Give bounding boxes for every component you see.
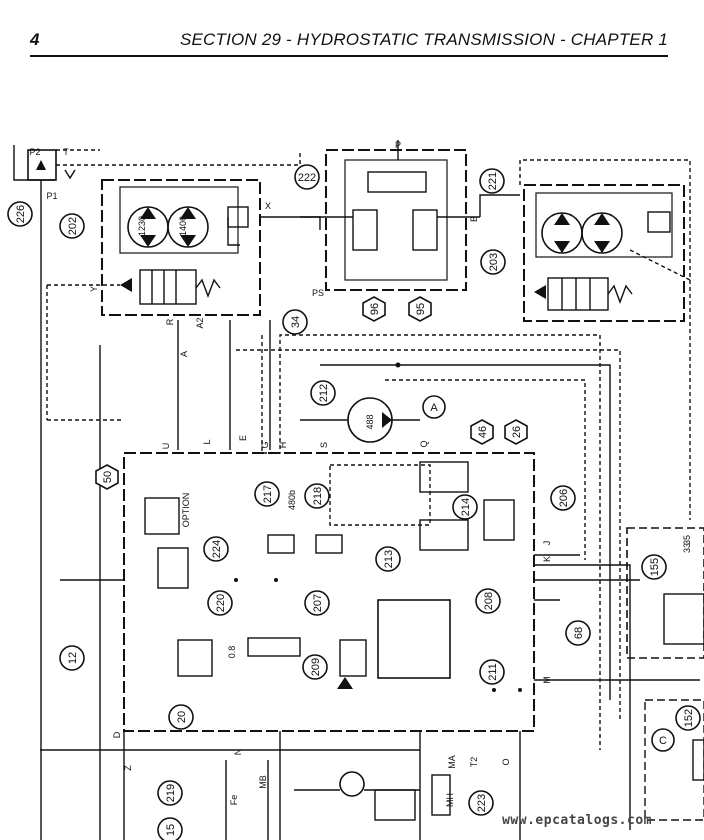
callout-155: 155 xyxy=(649,558,661,576)
port-label-p: P xyxy=(395,140,401,150)
callout-34: 34 xyxy=(290,316,302,328)
port-label-o: O xyxy=(501,758,511,765)
port-label-t: T xyxy=(63,147,69,157)
callout-202: 202 xyxy=(67,217,79,235)
callout-214: 214 xyxy=(460,498,472,516)
port-label-g: G xyxy=(260,441,270,448)
port-label-y: Y xyxy=(89,286,99,292)
port-label-08: 0.8 xyxy=(227,646,237,659)
port-label-ps: PS xyxy=(312,288,324,298)
callout-152: 152 xyxy=(683,709,695,727)
callout-212: 212 xyxy=(318,384,330,402)
port-label-488: 488 xyxy=(365,414,375,429)
port-label-d: D xyxy=(112,731,122,738)
callout-209: 209 xyxy=(310,658,322,676)
port-label-33: 33 xyxy=(682,543,692,553)
port-label-1230: 1230 xyxy=(137,216,147,236)
port-label-35: 35 xyxy=(682,535,692,545)
page-header: 4 SECTION 29 - HYDROSTATIC TRANSMISSION … xyxy=(0,0,704,60)
callout-211: 211 xyxy=(487,663,499,681)
callout-220: 220 xyxy=(215,594,227,612)
port-label-x: X xyxy=(265,201,271,211)
port-label-k: K xyxy=(542,556,552,562)
callout-68: 68 xyxy=(573,627,585,639)
callout-219: 219 xyxy=(165,784,177,802)
port-label-n: N xyxy=(233,749,243,756)
port-label-s: S xyxy=(319,442,329,448)
callout-223: 223 xyxy=(476,794,488,812)
callout-C: C xyxy=(659,735,667,747)
port-label-a: A xyxy=(179,351,189,357)
port-label-p1: P1 xyxy=(46,191,57,201)
header-rule xyxy=(30,55,668,57)
callout-221: 221 xyxy=(487,172,499,190)
callout-207: 207 xyxy=(312,594,324,612)
callout-96: 96 xyxy=(369,303,381,315)
port-label-mb: MB xyxy=(258,775,268,789)
port-label-t2: T2 xyxy=(469,757,479,768)
callout-50: 50 xyxy=(102,471,114,483)
port-label-option: OPTION xyxy=(181,493,191,528)
callout-217: 217 xyxy=(262,485,274,503)
callout-218: 218 xyxy=(312,487,324,505)
port-label-r: R xyxy=(165,318,175,325)
port-label-ma: MA xyxy=(447,755,457,769)
port-label-l: L xyxy=(202,439,212,444)
callout-224: 224 xyxy=(211,540,223,558)
callout-12: 12 xyxy=(67,652,79,664)
port-label-u: U xyxy=(161,443,171,450)
port-label-480b: 480b xyxy=(287,490,297,510)
port-label-m: M xyxy=(542,676,552,684)
callout-203: 203 xyxy=(488,253,500,271)
port-label-j: J xyxy=(542,541,552,546)
port-label-b: B xyxy=(469,216,479,222)
callout-A: A xyxy=(430,402,438,414)
port-label-a2: A2 xyxy=(195,317,205,328)
port-label-h: H xyxy=(278,442,288,449)
port-label-z: Z xyxy=(123,765,133,771)
callout-222: 222 xyxy=(298,172,316,184)
watermark: www.epcatalogs.com xyxy=(502,813,652,828)
port-label-fe: Fe xyxy=(229,795,239,806)
section-title: SECTION 29 - HYDROSTATIC TRANSMISSION - … xyxy=(179,30,668,49)
callout-208: 208 xyxy=(483,592,495,610)
callout-26: 26 xyxy=(511,426,523,438)
port-label-p2: P2 xyxy=(29,147,40,157)
port-label-e: E xyxy=(238,435,248,441)
port-label-q: Q xyxy=(419,440,429,447)
callout-206: 206 xyxy=(558,489,570,507)
callout-95: 95 xyxy=(415,303,427,315)
callout-15: 15 xyxy=(165,824,177,836)
callout-213: 213 xyxy=(383,550,395,568)
callout-20: 20 xyxy=(176,711,188,723)
callout-46: 46 xyxy=(477,426,489,438)
port-label-1406: 1406 xyxy=(178,216,188,236)
callout-226: 226 xyxy=(15,205,27,223)
port-label-mh: MH xyxy=(445,793,455,807)
page-number: 4 xyxy=(30,30,40,49)
